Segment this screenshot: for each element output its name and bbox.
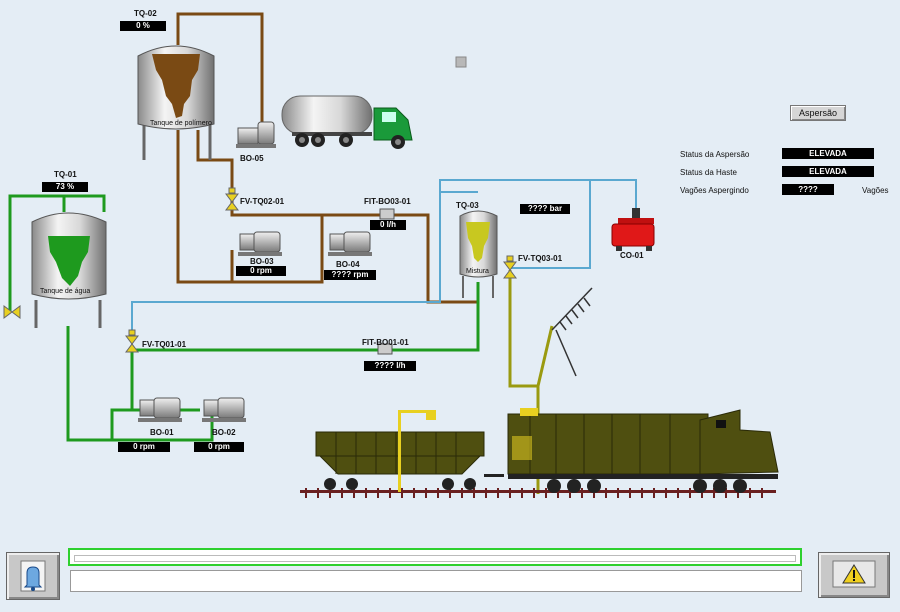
tq03-label: Mistura (466, 268, 489, 275)
tq01-level: 73 % (42, 182, 88, 192)
vagoes-unit: Vagões (862, 186, 889, 195)
status-haste-label: Status da Haste (680, 168, 737, 177)
bo02-tag: BO-02 (212, 428, 236, 437)
pump-bo02 (202, 397, 246, 422)
tank-tq02 (137, 45, 215, 160)
tanker-truck-icon (281, 95, 413, 149)
tq03-tag: TQ-03 (456, 201, 479, 210)
tq01-label: Tanque de água (40, 288, 91, 295)
status-haste-value: ELEVADA (782, 166, 874, 177)
fit-bo03-01-tag: FIT-BO03-01 (364, 197, 411, 206)
fit-bo01-01-value: ???? l/h (364, 361, 416, 371)
tank-tq01 (31, 212, 107, 328)
fit-bo01-01-tag: FIT-BO01-01 (362, 338, 409, 347)
alarm-message-line-1[interactable] (68, 548, 802, 566)
flowmeter-fit-bo03-01-icon (379, 208, 395, 220)
fv-tq01-01-tag: FV-TQ01-01 (142, 340, 187, 349)
water-green-pipes (8, 194, 480, 442)
pump-bo01 (138, 397, 182, 422)
tq02-label: Tanque de polímero (150, 120, 212, 127)
bo05-tag: BO-05 (240, 154, 264, 163)
bottom-bar (0, 546, 900, 612)
alarm-message-line-2[interactable] (70, 570, 802, 592)
tq02-tag: TQ-02 (134, 9, 157, 18)
train (300, 408, 779, 498)
pump-bo03 (238, 231, 282, 256)
bo03-tag: BO-03 (250, 257, 274, 266)
bo04-tag: BO-04 (336, 260, 360, 269)
warning-icon (832, 560, 876, 588)
pump-bo04 (328, 231, 372, 256)
status-indicator[interactable] (455, 56, 467, 68)
co01-tag: CO-01 (620, 251, 644, 260)
alarm-bell-button[interactable] (6, 552, 60, 600)
flowmeter-fit-bo01-01-icon (377, 343, 393, 355)
status-aspersao-label: Status da Aspersão (680, 150, 750, 159)
bo01-speed: 0 rpm (118, 442, 170, 452)
bo01-tag: BO-01 (150, 428, 174, 437)
compressor-co01-icon (611, 208, 655, 251)
spray-arm (551, 287, 593, 377)
valve-fv-tq03-01-icon (503, 255, 517, 279)
fv-tq02-01-tag: FV-TQ02-01 (240, 197, 285, 206)
valve-tq01-drain-icon (3, 305, 21, 319)
valve-fv-tq01-01-icon (125, 329, 139, 353)
aspersao-button[interactable]: Aspersão (790, 105, 846, 121)
pump-bo05 (236, 121, 276, 148)
polymer-pipes (176, 12, 480, 304)
bo04-speed: ???? rpm (324, 270, 376, 280)
valve-fv-tq02-01-icon (225, 187, 239, 211)
fv-tq03-01-tag: FV-TQ03-01 (518, 254, 563, 263)
bo03-speed: 0 rpm (236, 266, 286, 276)
tq01-tag: TQ-01 (54, 170, 77, 179)
tq02-level: 0 % (120, 21, 166, 31)
status-aspersao-value: ELEVADA (782, 148, 874, 159)
tq03-pressure: ???? bar (520, 204, 570, 214)
tank-tq03 (459, 210, 498, 298)
bo02-speed: 0 rpm (194, 442, 244, 452)
bell-icon (20, 560, 46, 592)
fit-bo03-01-value: 0 l/h (370, 220, 406, 230)
vagoes-label: Vagões Aspergindo (680, 186, 749, 195)
water-pipes (131, 179, 637, 335)
warning-button[interactable] (818, 552, 890, 598)
vagoes-value: ???? (782, 184, 834, 195)
